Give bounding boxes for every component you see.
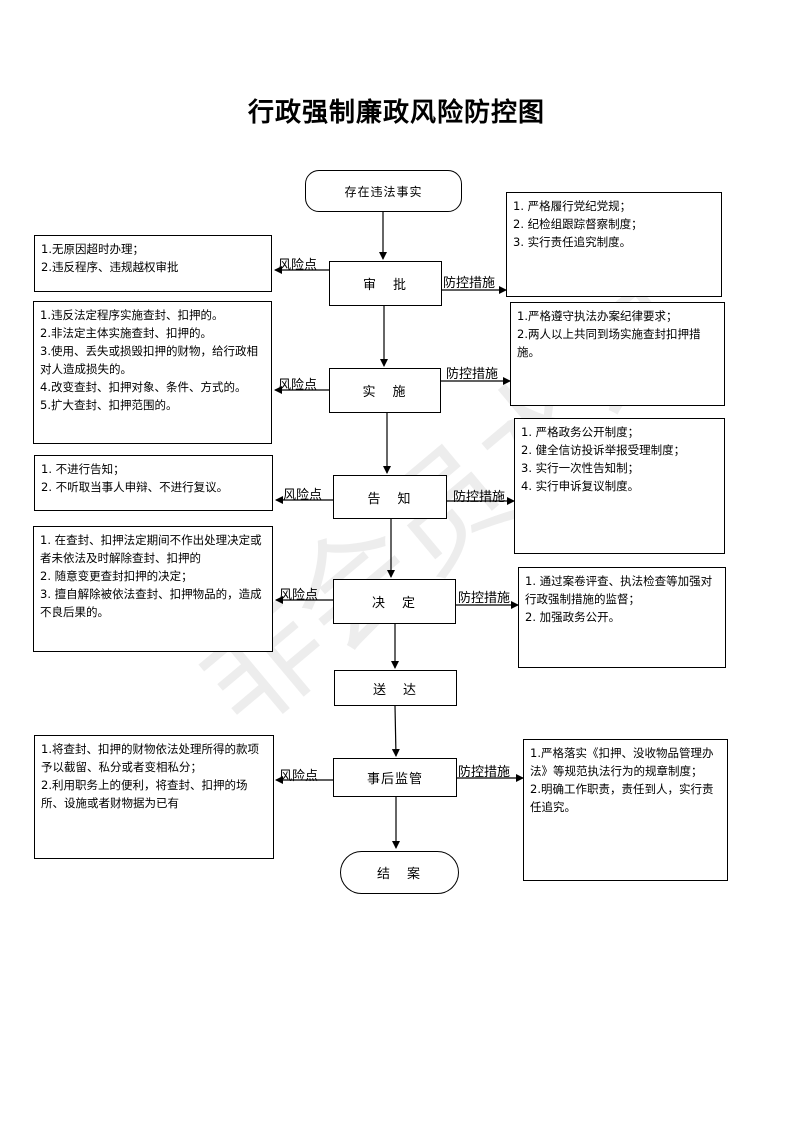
risk-item: 3. 擅自解除被依法查封、扣押物品的，造成不良后果的。 xyxy=(40,587,262,619)
node-decide: 决 定 xyxy=(333,579,456,624)
node-deliver: 送 达 xyxy=(334,670,457,706)
risk-item: 1.将查封、扣押的财物依法处理所得的款项予以截留、私分或者变相私分； xyxy=(41,742,259,774)
page-title: 行政强制廉政风险防控图 xyxy=(247,98,545,128)
risk-label-supervise: 风险点 xyxy=(279,769,319,784)
control-label-decide: 防控措施 xyxy=(458,591,511,606)
risk-item: 2. 不听取当事人申辩、不进行复议。 xyxy=(41,480,229,494)
control-item: 2.明确工作职责，责任到人，实行责任追究。 xyxy=(530,782,714,814)
control-box-implement: 1.严格遵守执法办案纪律要求； 2.两人以上共同到场实施查封扣押措施。 xyxy=(510,302,725,406)
flow-arrow-deliver-supervise xyxy=(391,705,400,757)
risk-box-implement: 1.违反法定程序实施查封、扣押的。 2.非法定主体实施查封、扣押的。 3.使用、… xyxy=(33,301,272,444)
control-box-notify: 1. 严格政务公开制度； 2. 健全信访投诉举报受理制度； 3. 实行一次性告知… xyxy=(514,418,725,554)
risk-item: 5.扩大查封、扣押范围的。 xyxy=(40,398,178,412)
control-label-notify: 防控措施 xyxy=(453,490,506,505)
risk-box-supervise: 1.将查封、扣押的财物依法处理所得的款项予以截留、私分或者变相私分； 2.利用职… xyxy=(34,735,274,859)
node-notify: 告 知 xyxy=(333,475,447,519)
risk-box-notify: 1. 不进行告知； 2. 不听取当事人申辩、不进行复议。 xyxy=(34,455,273,511)
risk-item: 3.使用、丢失或损毁扣押的财物，给行政相对人造成损失的。 xyxy=(40,344,258,376)
control-label-implement: 防控措施 xyxy=(446,367,499,382)
risk-item: 2.利用职务上的便利，将查封、扣押的场所、设施或者财物据为已有 xyxy=(41,778,248,810)
risk-item: 4.改变查封、扣押对象、条件、方式的。 xyxy=(40,380,247,394)
control-item: 4. 实行申诉复议制度。 xyxy=(521,479,640,493)
control-item: 2. 纪检组跟踪督察制度； xyxy=(513,217,643,231)
node-supervise: 事后监管 xyxy=(333,758,457,797)
control-item: 1. 通过案卷评查、执法检查等加强对行政强制措施的监督； xyxy=(525,574,713,606)
risk-label-implement: 风险点 xyxy=(278,378,318,393)
control-item: 2. 加强政务公开。 xyxy=(525,610,621,624)
control-box-supervise: 1.严格落实《扣押、没收物品管理办法》等规范执法行为的规章制度； 2.明确工作职… xyxy=(523,739,728,881)
risk-box-approve: 1.无原因超时办理； 2.违反程序、违规越权审批 xyxy=(34,235,272,292)
control-label-supervise: 防控措施 xyxy=(458,765,511,780)
node-close: 结 案 xyxy=(340,851,459,894)
node-start: 存在违法事实 xyxy=(305,170,462,212)
risk-item: 1. 不进行告知； xyxy=(41,462,125,476)
control-item: 3. 实行一次性告知制； xyxy=(521,461,640,475)
control-item: 1. 严格政务公开制度； xyxy=(521,425,640,439)
control-item: 1.严格遵守执法办案纪律要求； xyxy=(517,309,678,323)
control-item: 2. 健全信访投诉举报受理制度； xyxy=(521,443,686,457)
risk-label-approve: 风险点 xyxy=(278,258,318,273)
control-item: 1. 严格履行党纪党规； xyxy=(513,199,632,213)
risk-label-decide: 风险点 xyxy=(279,588,319,603)
control-item: 3. 实行责任追究制度。 xyxy=(513,235,632,249)
risk-item: 2. 随意变更查封扣押的决定； xyxy=(40,569,193,583)
node-implement: 实 施 xyxy=(329,368,441,413)
risk-item: 1.无原因超时办理； xyxy=(41,242,144,256)
risk-label-notify: 风险点 xyxy=(283,488,323,503)
control-box-approve: 1. 严格履行党纪党规； 2. 纪检组跟踪督察制度； 3. 实行责任追究制度。 xyxy=(506,192,722,297)
control-item: 2.两人以上共同到场实施查封扣押措施。 xyxy=(517,327,701,359)
control-box-decide: 1. 通过案卷评查、执法检查等加强对行政强制措施的监督； 2. 加强政务公开。 xyxy=(518,567,726,668)
risk-item: 1.违反法定程序实施查封、扣押的。 xyxy=(40,308,224,322)
risk-item: 1. 在查封、扣押法定期间不作出处理决定或者未依法及时解除查封、扣押的 xyxy=(40,533,262,565)
risk-box-decide: 1. 在查封、扣押法定期间不作出处理决定或者未依法及时解除查封、扣押的 2. 随… xyxy=(33,526,273,652)
node-approve: 审 批 xyxy=(329,261,442,306)
risk-item: 2.违反程序、违规越权审批 xyxy=(41,260,179,274)
control-label-approve: 防控措施 xyxy=(443,276,496,291)
risk-item: 2.非法定主体实施查封、扣押的。 xyxy=(40,326,212,340)
control-item: 1.严格落实《扣押、没收物品管理办法》等规范执法行为的规章制度； xyxy=(530,746,714,778)
